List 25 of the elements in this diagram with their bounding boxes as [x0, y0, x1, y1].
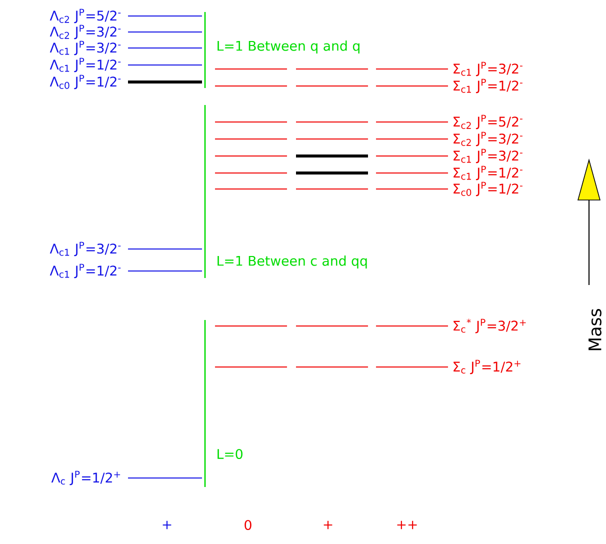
axis-label: Mass	[588, 309, 602, 350]
level-label: Λ$_{c1}$ J$^{P}$=3/2$^{-}$	[50, 40, 121, 56]
level-label: Σ$_{c}$$^{*}$ J$^{P}$=3/2$^{+}$	[454, 318, 526, 334]
level-label: Σ$_{c1}$ J$^{P}$=3/2$^{-}$	[454, 148, 522, 164]
level-label: Σ$_{c1}$ J$^{P}$=3/2$^{-}$	[454, 62, 522, 76]
level-label: Σ$_{c0}$ J$^{P}$=1/2$^{-}$	[454, 182, 522, 196]
level-label: Λ$_{c2}$ J$^{P}$=5/2$^{-}$	[50, 8, 121, 24]
level-label: Σ$_{c}$ J$^{P}$=1/2$^{+}$	[454, 360, 520, 374]
level-label: Σ$_{c1}$ J$^{P}$=1/2$^{-}$	[454, 78, 522, 94]
level-label: Σ$_{c1}$ J$^{P}$=1/2$^{-}$	[454, 166, 522, 180]
level-label: Λ$_{c1}$ J$^{P}$=1/2$^{-}$	[50, 264, 121, 278]
charge-label: +	[162, 520, 172, 530]
level-label: Λ$_{c0}$ J$^{P}$=1/2$^{-}$	[50, 74, 121, 90]
group-label: L=1 Between q and q	[218, 40, 360, 54]
level-label: Λ$_{c2}$ J$^{P}$=3/2$^{-}$	[50, 24, 121, 40]
level-label: Σ$_{c2}$ J$^{P}$=3/2$^{-}$	[454, 132, 522, 146]
group-label: L=0	[218, 448, 242, 460]
level-label: Λ$_{c}$ J$^{P}$=1/2$^{+}$	[51, 470, 120, 486]
level-label: Σ$_{c2}$ J$^{P}$=5/2$^{-}$	[454, 114, 522, 130]
level-label: Λ$_{c1}$ J$^{P}$=3/2$^{-}$	[50, 242, 121, 256]
charge-label: ++	[397, 520, 417, 530]
level-label: Λ$_{c1}$ J$^{P}$=1/2$^{-}$	[50, 58, 121, 72]
charge-label: +	[324, 520, 332, 530]
charge-label: 0	[244, 520, 252, 530]
group-label: L=1 Between c and qq	[218, 256, 367, 268]
